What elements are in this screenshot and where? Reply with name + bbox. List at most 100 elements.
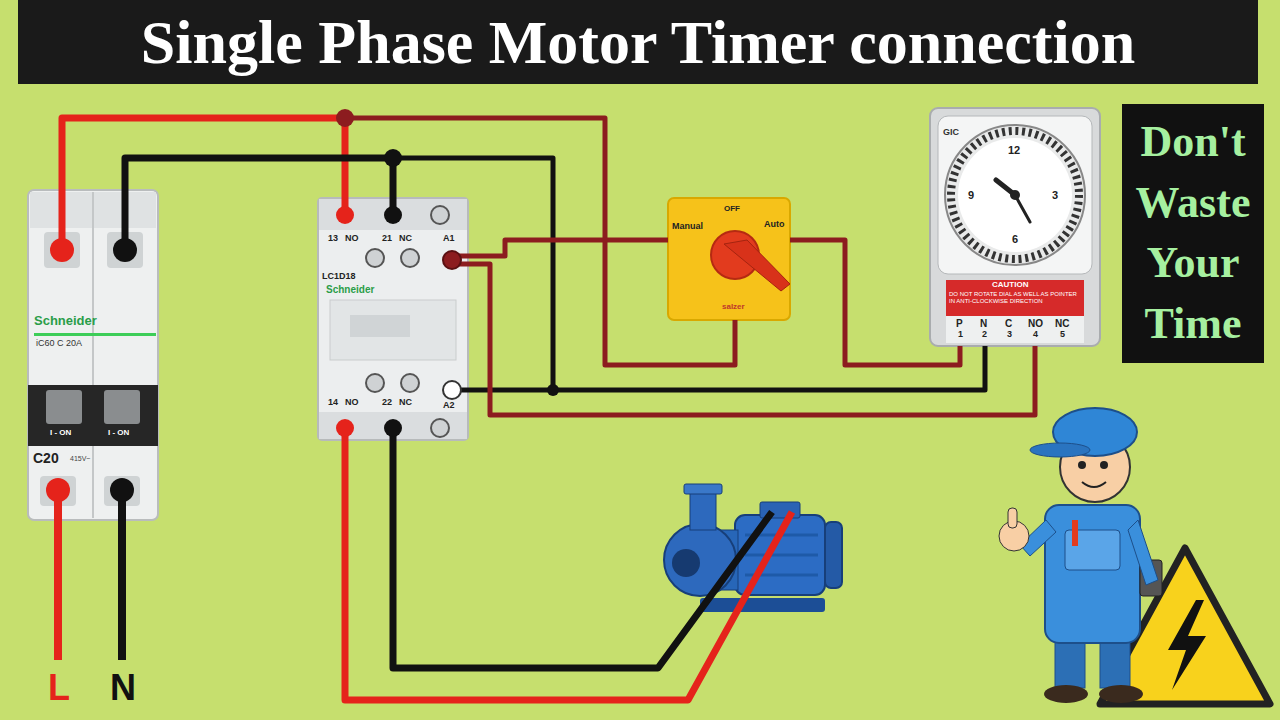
terminal-dot [384,419,402,437]
electrician-thumb [1008,508,1017,528]
electrician-eye [1100,461,1108,469]
dial-face [958,138,1072,252]
breaker-label: I - ON [50,429,71,438]
timer-label: 4 [1033,330,1038,340]
dial-panel [938,116,1092,274]
terminal-dot [110,478,134,502]
breaker-label: C20 [33,451,59,466]
switch-label: salzer [722,303,745,312]
selector-pointer [724,240,790,291]
motor-fin [745,554,818,557]
dial-ring [945,125,1085,265]
timer-label: 6 [1012,233,1018,245]
electrician-shoe [1099,685,1143,703]
screw [366,249,384,267]
terminal-label: 21 [382,234,392,244]
timer-label: GIC [943,128,959,138]
pump-inlet [672,549,700,577]
terminal-label: Schneider [326,284,374,295]
toggle [46,390,82,424]
terminal-hole [40,476,76,506]
electrician-arm [1128,520,1158,585]
timer-label: 3 [1052,189,1058,201]
title-text: Single Phase Motor Timer connection [141,8,1135,76]
terminal-label: NC [399,398,412,408]
screw [431,206,449,224]
junction-dot [336,109,354,127]
coil-wire [452,388,553,393]
timer-label: CAUTION [992,281,1028,290]
terminal-strip [319,412,467,439]
timer-label: 2 [982,330,987,340]
terminal-dot [384,206,402,224]
timer-switch: GIC12369CAUTIONDO NOT ROTATE DIAL AS WEL… [930,108,1100,346]
wire [62,118,345,250]
wire [458,264,1035,415]
terminal-dot [50,238,74,262]
timer-label: P [956,318,963,329]
contactor-panel [330,300,456,360]
breaker-label: 415V~ [70,455,90,463]
wire [62,118,735,365]
timer-label: 3 [1007,330,1012,340]
screw [366,374,384,392]
switch-label: OFF [724,205,740,214]
electrician-mouth [1082,482,1106,487]
timer-body [930,108,1100,346]
terminal-dot [113,238,137,262]
terminal-label: NO [345,398,359,408]
breaker-label: I - ON [108,429,129,438]
electrician-eye [1078,461,1086,469]
timer-label: 5 [1060,330,1065,340]
brand-stripe [34,333,156,336]
connector-group [62,118,1035,415]
toggle [104,390,140,424]
terminal-label: NC [399,234,412,244]
timer-label: C [1005,318,1012,329]
terminal-label: 13 [328,234,338,244]
pump-flange [684,484,722,494]
timer-label: 12 [1008,144,1020,156]
screw [401,249,419,267]
terminal-label: A2 [443,401,455,411]
wire [125,158,985,390]
pump-base [700,598,825,612]
coil-terminal [443,251,461,269]
note-text: Don't Waste Your Time [1122,112,1264,355]
selector-plate [668,198,790,320]
junction-dot [384,149,402,167]
lightning-bolt [1168,600,1206,690]
fan-cover [825,522,842,588]
screw [401,374,419,392]
terminal-label: 22 [382,398,392,408]
contactor: 13NO21NCA1LC1D18Schneider14NO22NCA2 [318,198,468,440]
breaker-label: iC60 C 20A [36,339,82,349]
timer-label: N [980,318,987,329]
caution-plate [946,280,1084,316]
pump-outlet [690,490,716,530]
dial-ticks [951,131,1079,259]
selector-switch: Manual OFF Auto salzer [668,198,790,320]
terminal-dot [336,206,354,224]
note-box: Don't Waste Your Time [1122,104,1264,363]
toggle-band [28,385,158,446]
switch-label: Manual [672,222,703,232]
terminal-strip [946,316,1084,343]
cap-brim [1030,443,1090,457]
wire [790,240,960,365]
pump-volute [664,524,736,596]
wire [125,158,393,250]
supply-wire [54,490,62,660]
breaker-label: Schneider [34,314,97,328]
terminal-label: LC1D18 [322,272,356,282]
terminal-label: 14 [328,398,338,408]
title-box: Single Phase Motor Timer connection [18,0,1258,84]
terminal-dot [46,478,70,502]
supply-wire [118,490,126,660]
switch-label: Auto [764,220,785,230]
timer-label: 9 [968,189,974,201]
electrician-body [1045,505,1140,643]
